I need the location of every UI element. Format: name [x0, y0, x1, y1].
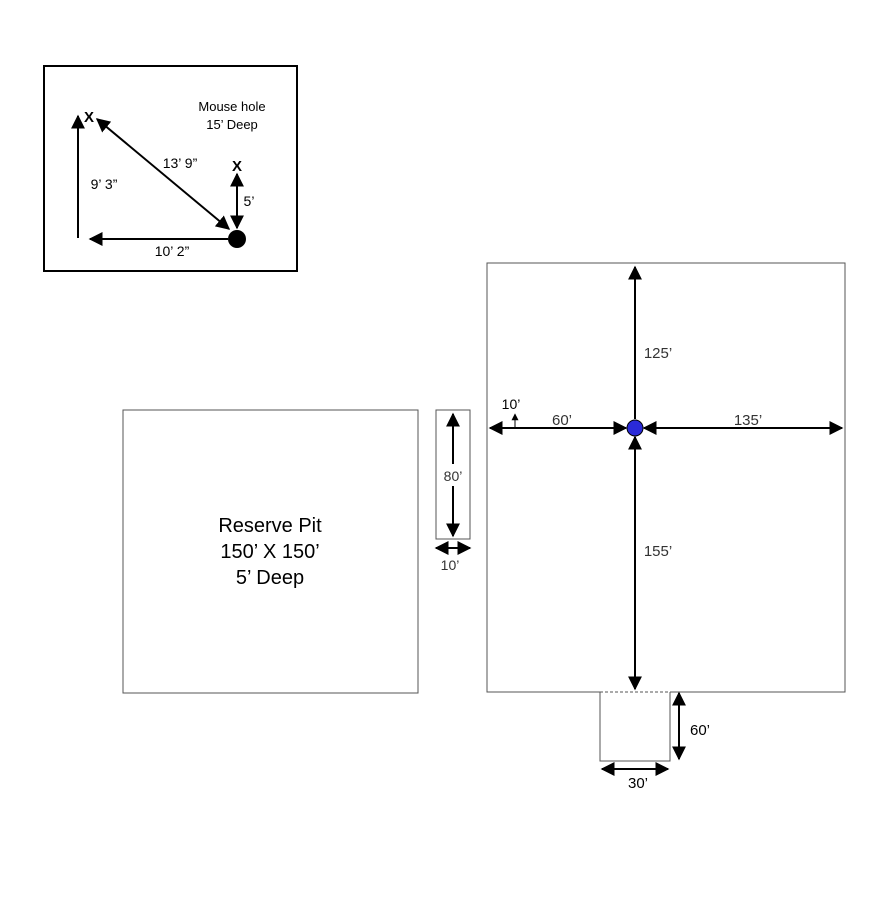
diagonal-dimension-arrow	[95, 118, 231, 230]
pad-top-label: 125’	[644, 345, 672, 362]
small-vertical-label: 5’	[244, 193, 255, 209]
mouse-hole-dot	[228, 230, 246, 248]
ramp: 60’ 30’	[599, 691, 710, 792]
well-location-dot	[626, 419, 644, 437]
pad-bottom-label: 155’	[644, 543, 672, 560]
ramp-width-label: 30’	[628, 775, 648, 792]
mouse-hole-label: Mouse hole	[198, 99, 265, 114]
pad-right-label: 135’	[734, 412, 762, 429]
pad-left-label: 60’	[552, 412, 572, 429]
vertical-label: 9’ 3”	[91, 176, 118, 192]
diagonal-label: 13’ 9”	[163, 155, 198, 171]
x-mark-left: X	[84, 109, 94, 126]
reserve-pit: Reserve Pit 150’ X 150’ 5’ Deep	[122, 409, 419, 694]
ramp-outline	[599, 692, 671, 762]
mouse-hole-depth-label: 15’ Deep	[206, 117, 258, 132]
reserve-pit-title: Reserve Pit	[218, 515, 322, 537]
x-mark-right: X	[232, 158, 242, 175]
well-pad: 125’ 155’ 60’ 135’ 10’	[486, 262, 846, 693]
horizontal-label: 10’ 2”	[155, 243, 190, 259]
inset-box: Mouse hole 15’ Deep X X 13’ 9” 9’ 3” 5’ …	[43, 65, 298, 272]
reserve-pit-size: 150’ X 150’	[220, 541, 319, 563]
ramp-height-label: 60’	[690, 722, 710, 739]
strip-height-label: 80’	[444, 468, 463, 484]
reserve-pit-depth: 5’ Deep	[236, 567, 304, 589]
strip-width-label: 10’	[441, 557, 460, 573]
narrow-strip: 80’ 10’	[434, 409, 472, 573]
offset-label: 10’	[502, 396, 521, 412]
